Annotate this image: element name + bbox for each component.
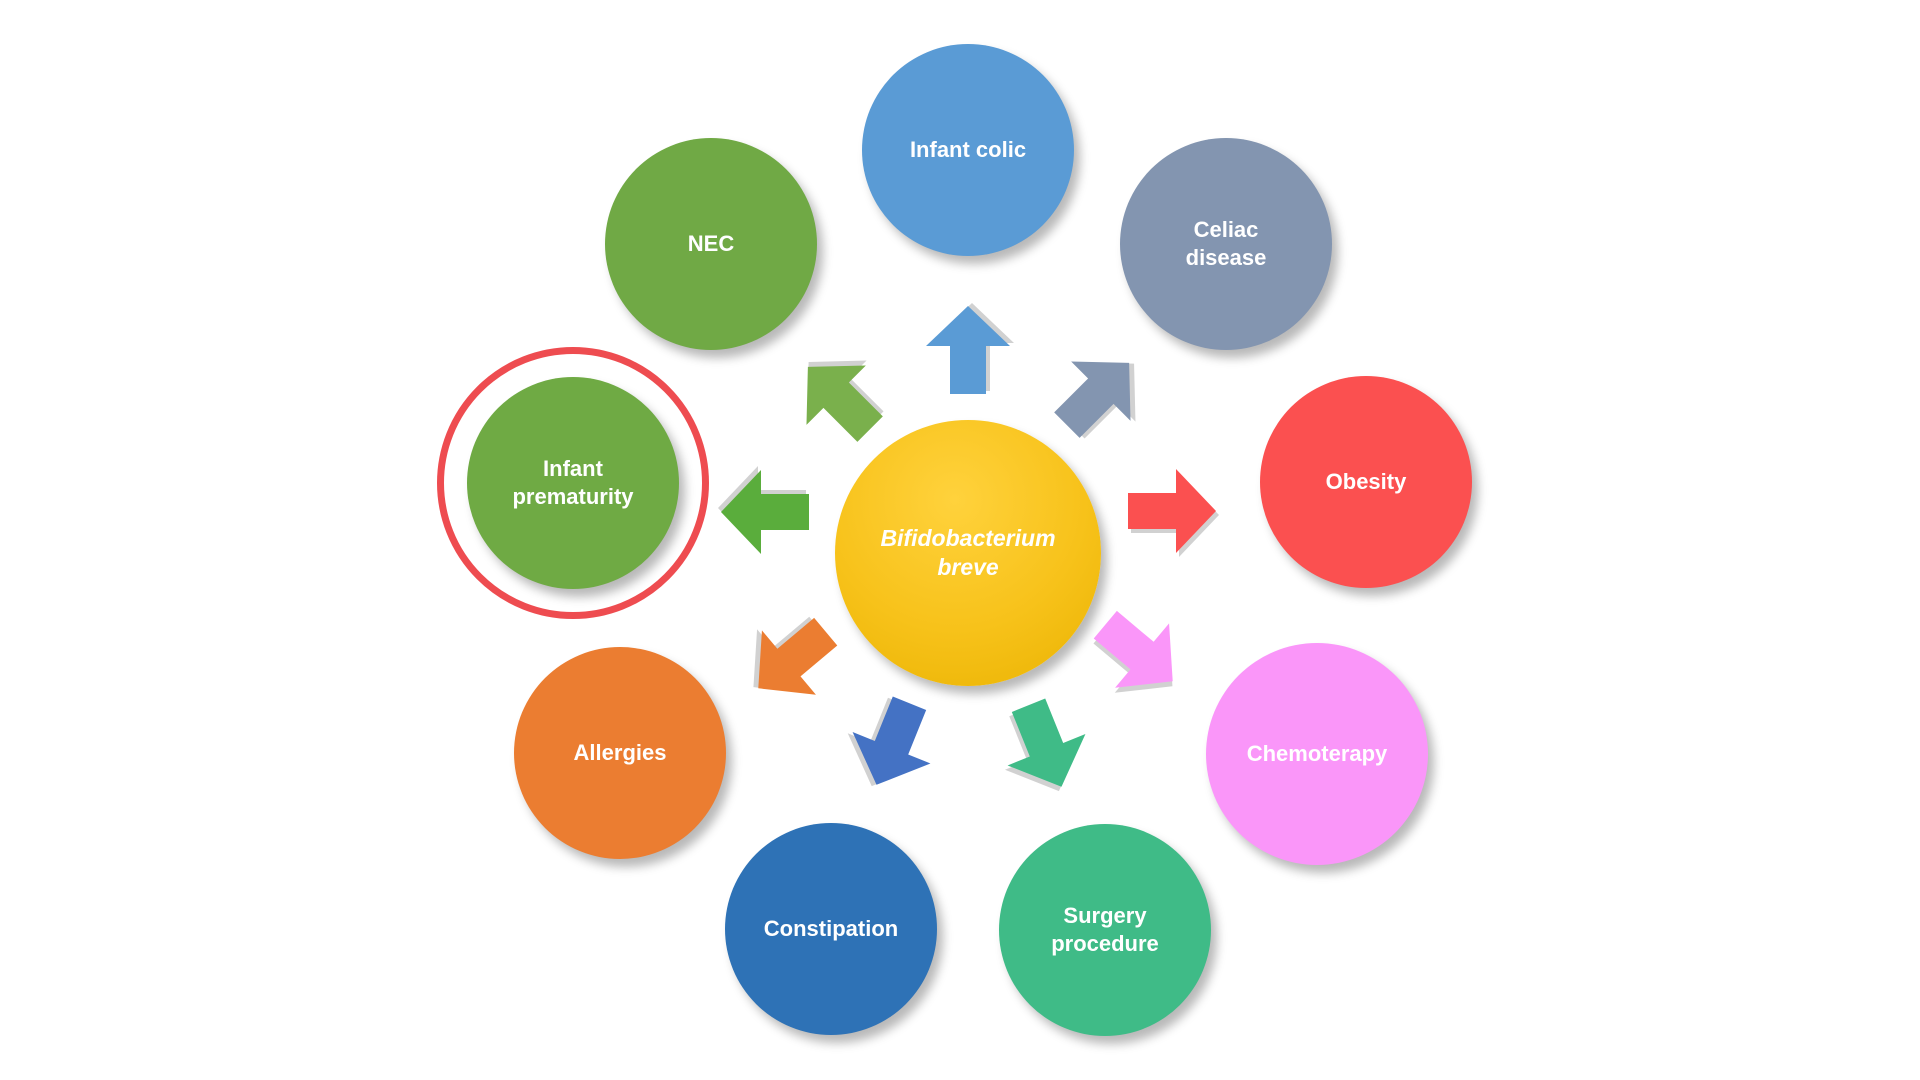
- arrow-to-constipation: [847, 696, 931, 787]
- arrow-to-celiac-disease: [1054, 361, 1136, 439]
- arrow-to-chemoterapy: [1093, 610, 1173, 693]
- center-label: Bifidobacterium breve: [880, 525, 1056, 580]
- highlight-ring: [437, 347, 709, 619]
- node-label: Infant prematurity: [512, 456, 634, 509]
- node-label: Constipation: [763, 916, 899, 941]
- node-label: Surgery procedure: [1051, 903, 1159, 956]
- arrow-to-surgery-procedure: [1004, 698, 1086, 792]
- node-label: Obesity: [1325, 469, 1407, 494]
- node-chemoterapy: Chemoterapy: [1206, 643, 1428, 865]
- node-surgery-procedure: Surgery procedure: [999, 824, 1211, 1036]
- arrow-to-nec: [806, 360, 884, 442]
- node-obesity: Obesity: [1260, 376, 1472, 588]
- node-label: Infant colic: [909, 137, 1027, 162]
- arrow-to-infant-colic: [926, 303, 1014, 394]
- node-label: NEC: [687, 231, 735, 256]
- node-infant-prematurity: Infant prematurity: [467, 377, 679, 589]
- node-allergies: Allergies: [514, 647, 726, 859]
- node-label: Allergies: [573, 740, 667, 765]
- node-constipation: Constipation: [725, 823, 937, 1035]
- node-label: Celiac disease: [1185, 217, 1267, 270]
- center-node: Bifidobacterium breve: [835, 420, 1101, 686]
- node-label: Chemoterapy: [1246, 741, 1388, 766]
- arrow-to-obesity: [1128, 469, 1219, 557]
- arrow-to-infant-prematurity: [718, 466, 809, 554]
- node-infant-colic: Infant colic: [862, 44, 1074, 256]
- node-celiac-disease: Celiac disease: [1120, 138, 1332, 350]
- arrow-to-allergies: [753, 616, 838, 695]
- node-nec: NEC: [605, 138, 817, 350]
